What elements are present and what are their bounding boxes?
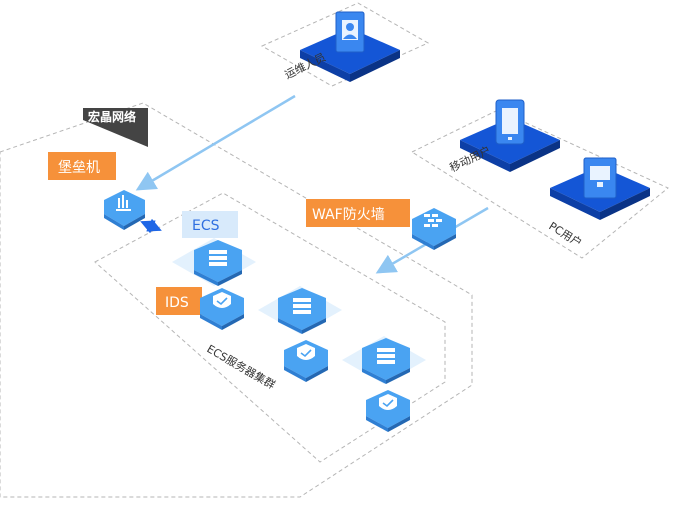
person-icon — [335, 11, 365, 53]
user-zone-border — [410, 109, 669, 259]
pc-user-label: PC用户 — [546, 219, 584, 250]
ids-sensor-3[interactable] — [366, 390, 410, 432]
mobile-user-node[interactable]: 移动用户 — [447, 99, 560, 175]
phone-icon — [495, 99, 525, 145]
server-stack-icon — [377, 348, 395, 364]
shield-check-icon — [297, 344, 315, 360]
ops-to-bastion-arrow — [135, 94, 296, 191]
monitor-icon — [583, 157, 617, 199]
network-title-tag: 宏晶网络 — [83, 108, 148, 147]
cluster-label: ECS服务器集群 — [205, 341, 278, 391]
ecs-tag: ECS — [182, 211, 238, 238]
shield-check-icon — [213, 292, 231, 308]
ids-sensor-1[interactable] — [200, 288, 244, 330]
server-stack-icon — [209, 250, 227, 266]
ops-user-node[interactable]: 运维人员 — [283, 11, 400, 82]
ecs-server-1[interactable] — [172, 238, 256, 286]
chart-icon — [116, 195, 131, 211]
pc-user-node[interactable]: PC用户 — [546, 157, 650, 250]
waf-tag: WAF防火墙 — [306, 199, 410, 227]
cluster-zone-border — [94, 192, 446, 463]
ids-sensor-2[interactable] — [284, 340, 328, 382]
ecs-server-3[interactable] — [342, 336, 426, 384]
ops-zone-border — [260, 2, 430, 87]
ecs-server-2[interactable] — [258, 286, 342, 334]
ecs-label: ECS — [192, 218, 220, 234]
brick-wall-icon — [424, 214, 442, 227]
server-stack-icon — [293, 298, 311, 314]
bastion-node[interactable] — [104, 190, 145, 230]
waf-node[interactable] — [412, 208, 456, 250]
network-title: 宏晶网络 — [88, 109, 136, 124]
double-arrow-icon — [140, 218, 162, 234]
bastion-label: 堡垒机 — [58, 160, 100, 176]
ids-tag: IDS — [156, 287, 202, 315]
waf-label: WAF防火墙 — [312, 207, 385, 223]
bastion-tag: 堡垒机 — [48, 152, 116, 180]
shield-check-icon — [379, 394, 397, 410]
ids-label: IDS — [165, 295, 189, 311]
